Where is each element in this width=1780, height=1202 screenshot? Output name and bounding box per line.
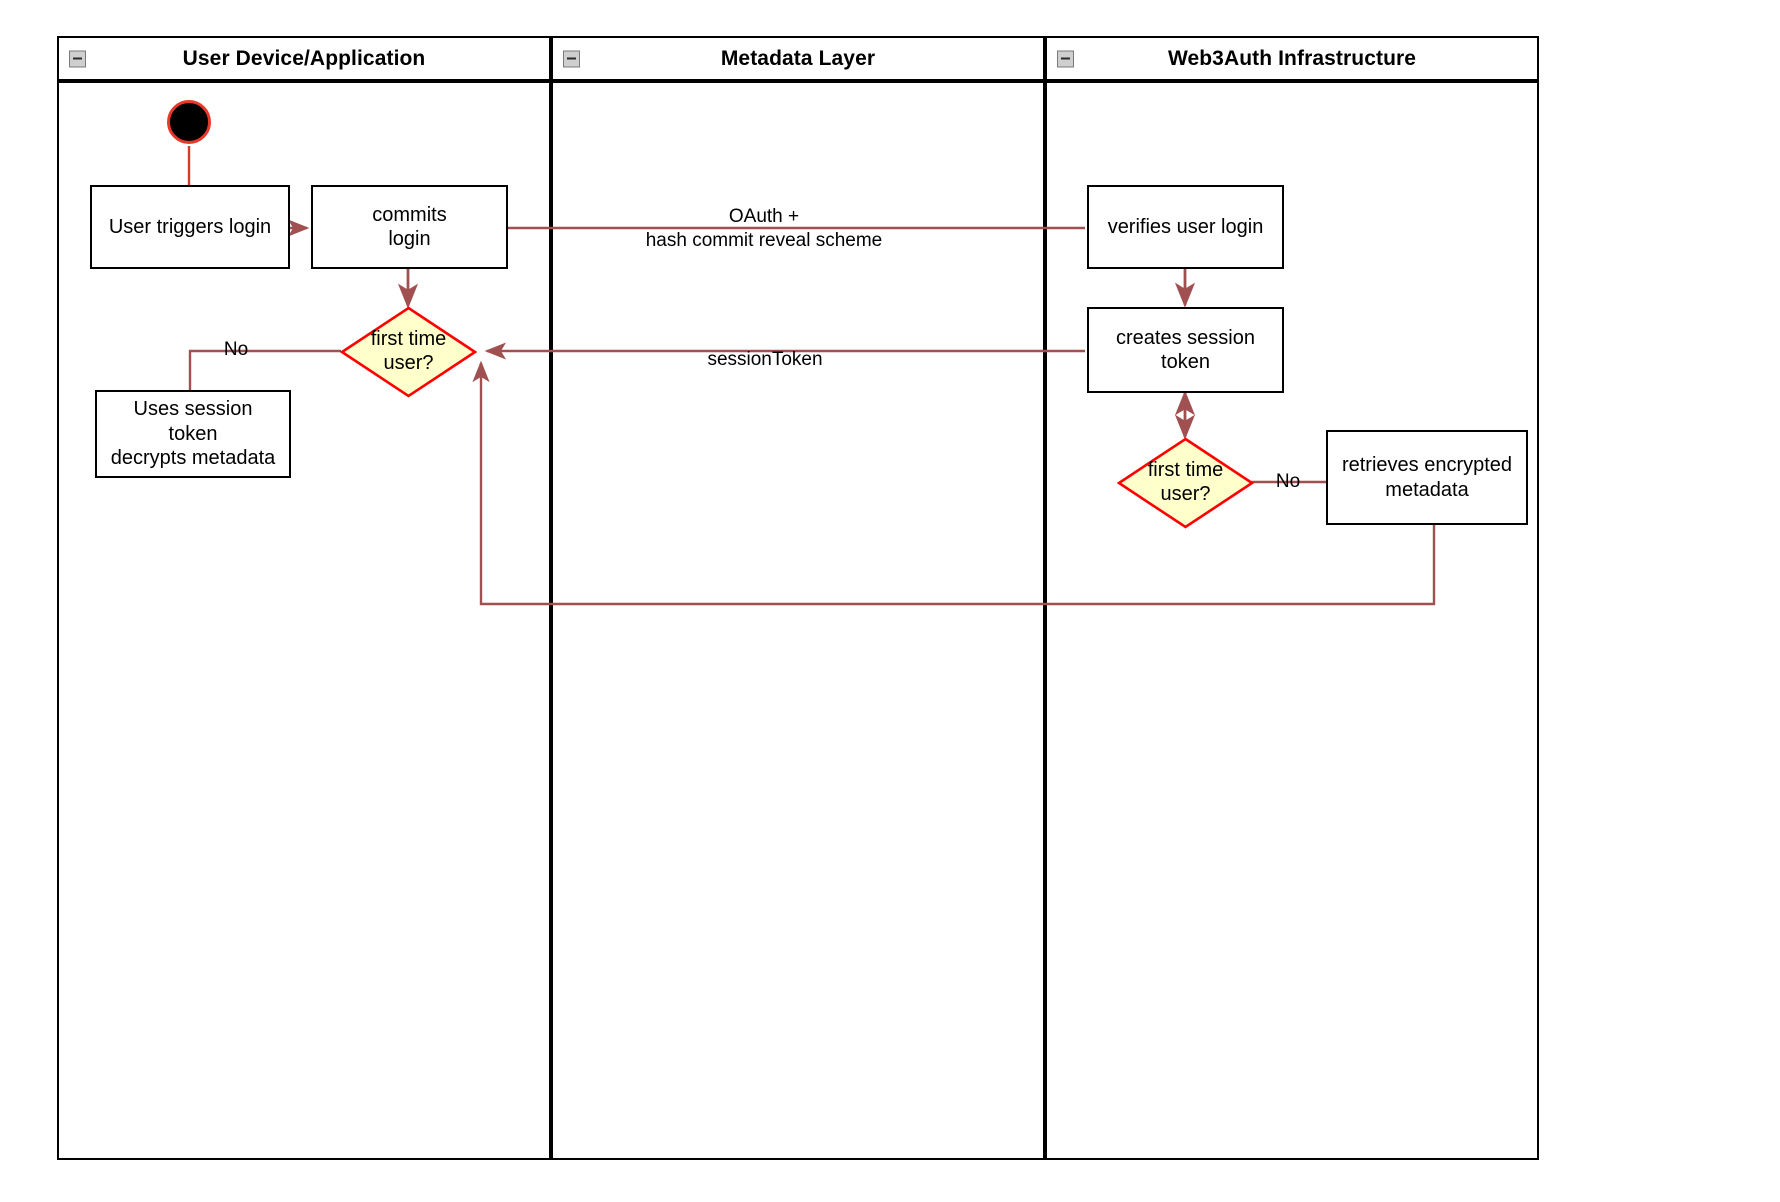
lane-title-metadata-layer: Metadata Layer [720,46,876,70]
lane-title-user-device: User Device/Application [182,46,426,70]
collapse-minus-icon[interactable] [1057,50,1074,67]
collapse-minus-icon[interactable] [69,50,86,67]
decision-first-time-user-left[interactable]: first time user? [340,306,477,398]
edge-label-oauth: OAuth + hash commit reveal scheme [645,206,883,251]
lane-header-user-device[interactable]: User Device/Application [57,36,551,81]
start-node [167,100,211,144]
lane-header-metadata-layer[interactable]: Metadata Layer [551,36,1045,81]
lane-title-web3auth: Web3Auth Infrastructure [1167,46,1417,70]
decision-first-time-user-right[interactable]: first time user? [1117,437,1254,529]
activity-retrieves-encrypted-metadata[interactable]: retrieves encrypted metadata [1326,430,1528,525]
activity-user-triggers-login[interactable]: User triggers login [90,185,290,269]
edge-label-session-token: sessionToken [707,349,823,370]
activity-uses-session-token[interactable]: Uses session token decrypts metadata [95,390,291,478]
edge-label-no-right: No [1275,471,1301,492]
decision-label: first time user? [370,328,447,374]
collapse-minus-icon[interactable] [563,50,580,67]
lane-body-metadata-layer [551,81,1045,1160]
edge-label-no-left: No [223,339,249,360]
activity-creates-session-token[interactable]: creates session token [1087,307,1284,393]
lane-header-web3auth[interactable]: Web3Auth Infrastructure [1045,36,1539,81]
activity-verifies-user-login[interactable]: verifies user login [1087,185,1284,269]
decision-label: first time user? [1147,459,1224,505]
activity-commits-login[interactable]: commits login [311,185,508,269]
